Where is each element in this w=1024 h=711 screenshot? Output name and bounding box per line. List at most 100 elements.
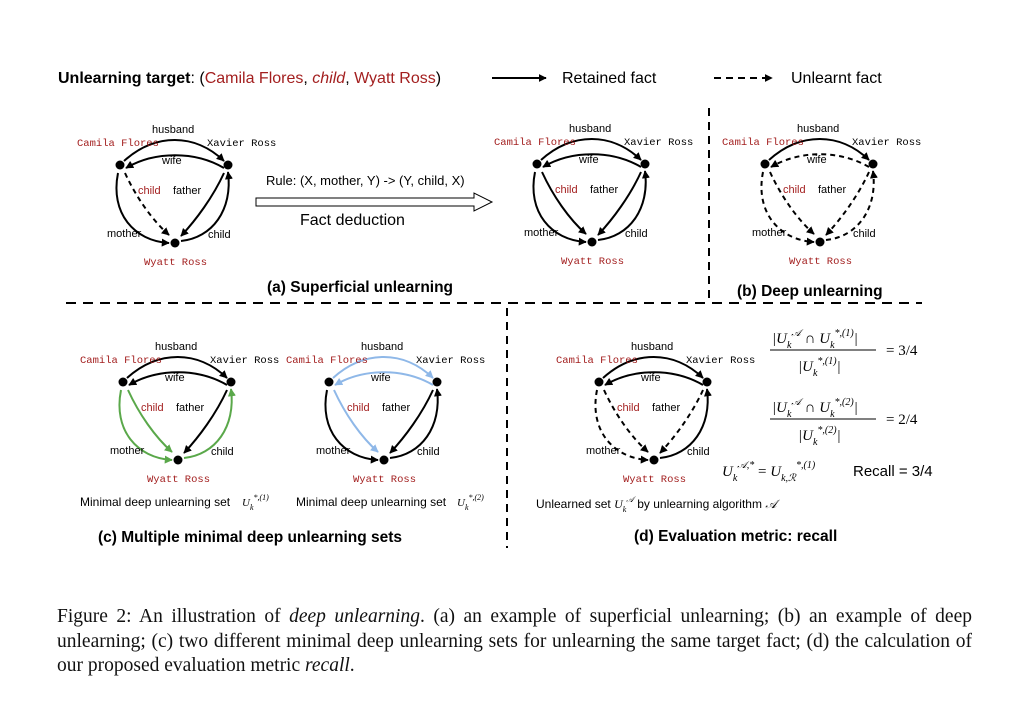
relation-child: child bbox=[417, 446, 440, 458]
caption-part-1: An illustration of bbox=[131, 606, 290, 627]
relation-father: father bbox=[173, 185, 201, 197]
set2-symbol: Uk*,(2) bbox=[457, 493, 484, 512]
legend-target: Unlearning target: (Camila Flores, child… bbox=[58, 70, 441, 87]
set1-label: Minimal deep unlearning set bbox=[80, 495, 231, 509]
legend-retained: Retained fact bbox=[562, 70, 657, 87]
edge-wife bbox=[125, 154, 225, 169]
recall-formula-2: |Uk𝒜 ∩ Uk*,(2)| |Uk*,(2)| = 2/4 bbox=[770, 397, 918, 448]
deduction-label: Fact deduction bbox=[300, 212, 405, 229]
relation-husband: husband bbox=[797, 123, 839, 135]
set1-symbol: Uk*,(1) bbox=[242, 493, 269, 512]
edge-father bbox=[183, 389, 228, 454]
svg-text:Uk𝒜,* = Uk,ℛ*,(1): Uk𝒜,* = Uk,ℛ*,(1) bbox=[722, 460, 816, 484]
edge-child-target bbox=[769, 171, 815, 235]
svg-text:|Uk*,(2)|: |Uk*,(2)| bbox=[798, 425, 841, 448]
panel-c-title: (c) Multiple minimal deep unlearning set… bbox=[98, 529, 402, 546]
figure-canvas: Unlearning target: (Camila Flores, child… bbox=[58, 70, 933, 548]
caption-metric: recall bbox=[305, 655, 350, 676]
relation-husband: husband bbox=[631, 341, 673, 353]
relation-wife: wife bbox=[806, 154, 827, 166]
edge-father bbox=[659, 389, 704, 454]
label-wyatt-ross: Wyatt Ross bbox=[144, 257, 207, 269]
legend-paren-close: ) bbox=[436, 70, 441, 87]
legend-comma-1: , bbox=[303, 70, 307, 87]
edge-child-xavier bbox=[825, 170, 878, 241]
node-camila bbox=[115, 160, 125, 170]
edge-wife bbox=[334, 371, 434, 386]
edge-mother bbox=[532, 171, 587, 246]
label-xavier-ross: Xavier Ross bbox=[210, 355, 279, 367]
label-xavier-ross: Xavier Ross bbox=[416, 355, 485, 367]
node-camila bbox=[118, 377, 128, 387]
relation-wife: wife bbox=[370, 372, 391, 384]
relation-father: father bbox=[176, 402, 204, 414]
label-xavier-ross: Xavier Ross bbox=[686, 355, 755, 367]
relation-child: child bbox=[211, 446, 234, 458]
caption-label: Figure 2: bbox=[57, 606, 132, 627]
legend-object: Wyatt Ross bbox=[354, 70, 436, 87]
node-wyatt bbox=[173, 455, 183, 465]
edge-mother bbox=[118, 389, 173, 464]
relation-mother: mother bbox=[110, 445, 145, 457]
node-camila bbox=[532, 159, 542, 169]
recall-formula-1-value: = 3/4 bbox=[886, 343, 918, 359]
panel-d-title: (d) Evaluation metric: recall bbox=[634, 528, 837, 545]
legend-unlearnt: Unlearnt fact bbox=[791, 70, 882, 87]
relation-child: child bbox=[853, 228, 876, 240]
edge-husband bbox=[602, 356, 704, 379]
edge-father bbox=[180, 172, 225, 237]
label-xavier-ross: Xavier Ross bbox=[624, 137, 693, 149]
relation-husband: husband bbox=[569, 123, 611, 135]
label-wyatt-ross: Wyatt Ross bbox=[561, 256, 624, 268]
edge-child-target bbox=[333, 389, 379, 453]
caption-part-2: . (a) an example of superficial unlearni… bbox=[57, 606, 972, 676]
caption-part-3: . bbox=[349, 655, 355, 676]
edge-father bbox=[597, 171, 642, 236]
edge-father bbox=[389, 389, 434, 454]
relation-child: child bbox=[208, 229, 231, 241]
node-xavier bbox=[702, 377, 712, 387]
node-xavier bbox=[868, 159, 878, 169]
relation-child-target: child bbox=[141, 402, 164, 414]
legend-paren-open: : ( bbox=[190, 70, 205, 87]
label-xavier-ross: Xavier Ross bbox=[852, 137, 921, 149]
node-wyatt bbox=[379, 455, 389, 465]
edge-wife bbox=[542, 153, 642, 168]
recall-formula-2-value: = 2/4 bbox=[886, 412, 918, 428]
relation-child-target: child bbox=[347, 402, 370, 414]
label-camila-flores: Camila Flores bbox=[77, 138, 159, 150]
edge-husband bbox=[768, 138, 870, 161]
relation-child-target: child bbox=[617, 402, 640, 414]
edge-husband bbox=[123, 139, 225, 162]
edge-wife bbox=[770, 153, 870, 168]
edge-mother bbox=[324, 389, 379, 464]
relation-wife: wife bbox=[164, 372, 185, 384]
relation-mother: mother bbox=[586, 445, 621, 457]
relation-child-target: child bbox=[555, 184, 578, 196]
relation-child-target: child bbox=[783, 184, 806, 196]
label-wyatt-ross: Wyatt Ross bbox=[623, 474, 686, 486]
node-wyatt bbox=[815, 237, 825, 247]
node-wyatt bbox=[170, 238, 180, 248]
edge-husband bbox=[126, 356, 228, 379]
figure-caption: Figure 2: An illustration of deep unlear… bbox=[57, 605, 972, 679]
node-xavier bbox=[223, 160, 233, 170]
relation-husband: husband bbox=[152, 124, 194, 136]
node-wyatt bbox=[649, 455, 659, 465]
set2-label: Minimal deep unlearning set bbox=[296, 495, 447, 509]
panel-a-title: (a) Superficial unlearning bbox=[267, 279, 453, 296]
edge-child-target bbox=[541, 171, 587, 235]
label-wyatt-ross: Wyatt Ross bbox=[353, 474, 416, 486]
relation-mother: mother bbox=[316, 445, 351, 457]
caption-term: deep unlearning bbox=[289, 606, 420, 627]
label-camila-flores: Camila Flores bbox=[286, 355, 368, 367]
relation-child-target: child bbox=[138, 185, 161, 197]
edge-child-xavier bbox=[597, 170, 650, 241]
svg-text:|Uk𝒜 ∩ Uk*,(1)|: |Uk𝒜 ∩ Uk*,(1)| bbox=[772, 328, 858, 351]
relation-father: father bbox=[652, 402, 680, 414]
